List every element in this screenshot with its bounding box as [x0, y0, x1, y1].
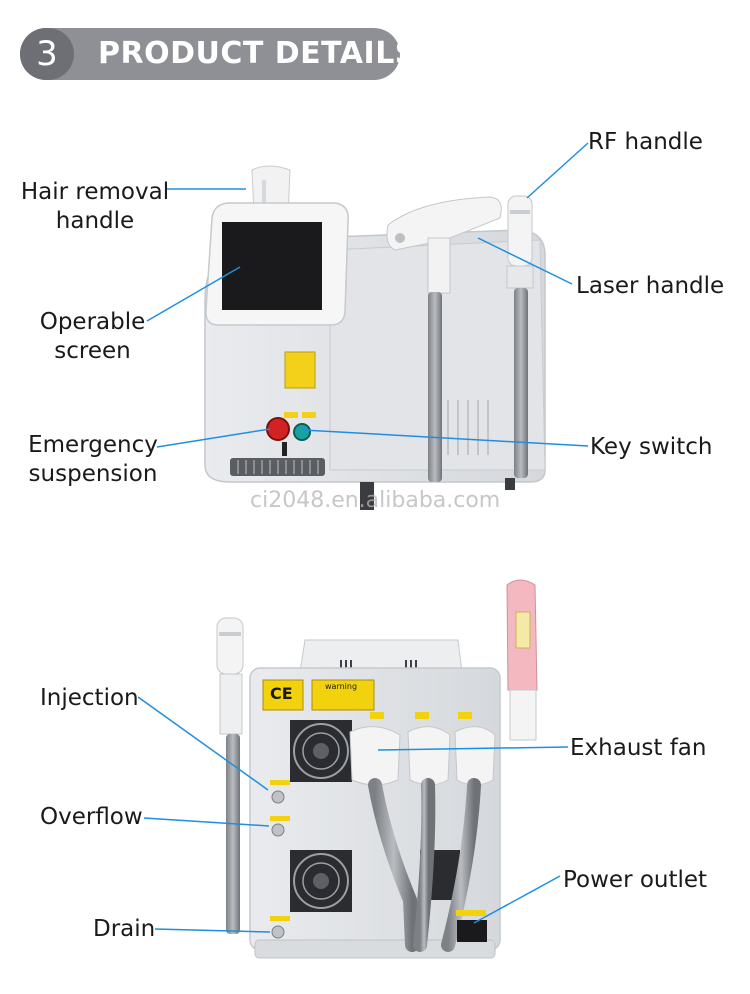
emergency-label-line2: suspension [28, 461, 158, 487]
section-banner [20, 28, 400, 80]
exhaust-fan-lower [290, 850, 352, 912]
emergency-label-line1: Emergency [28, 432, 158, 458]
exhaust-fan-label: Exhaust fan [570, 735, 707, 761]
pink-hair-removal-handle [506, 579, 538, 741]
hair-removal-label-line1: Hair removal [20, 179, 170, 205]
emergency-suspension-label: Emergency suspension [22, 431, 164, 489]
overflow-label: Overflow [40, 804, 143, 830]
ce-mark: CE [270, 684, 293, 703]
drain-label: Drain [93, 916, 156, 942]
watermark: ci2048.en.alibaba.com [250, 488, 501, 513]
back-device [216, 579, 538, 959]
injection-label: Injection [40, 685, 139, 711]
hair-removal-handle-label: Hair removal handle [20, 178, 170, 236]
front-device [204, 165, 546, 510]
operable-label-line1: Operable [39, 309, 146, 335]
front-vent [230, 458, 325, 476]
laser-handle-label: Laser handle [576, 273, 725, 299]
laser-handle [386, 196, 502, 294]
exhaust-fan-upper [290, 720, 352, 782]
hair-removal-label-line2: handle [55, 208, 135, 234]
warning-sticker-text: warning [325, 682, 358, 691]
rf-handle [506, 195, 534, 289]
operable-label-line2: screen [54, 338, 131, 364]
power-outlet-label: Power outlet [563, 867, 708, 893]
callout-lines [137, 142, 589, 933]
section-number-badge: 3 [20, 28, 74, 80]
operable-screen-label: Operable screen [30, 308, 155, 366]
rf-handle-label: RF handle [588, 129, 703, 155]
key-switch-label: Key switch [590, 434, 713, 460]
operable-screen [205, 202, 349, 326]
section-title: PRODUCT DETAILS [98, 36, 417, 71]
